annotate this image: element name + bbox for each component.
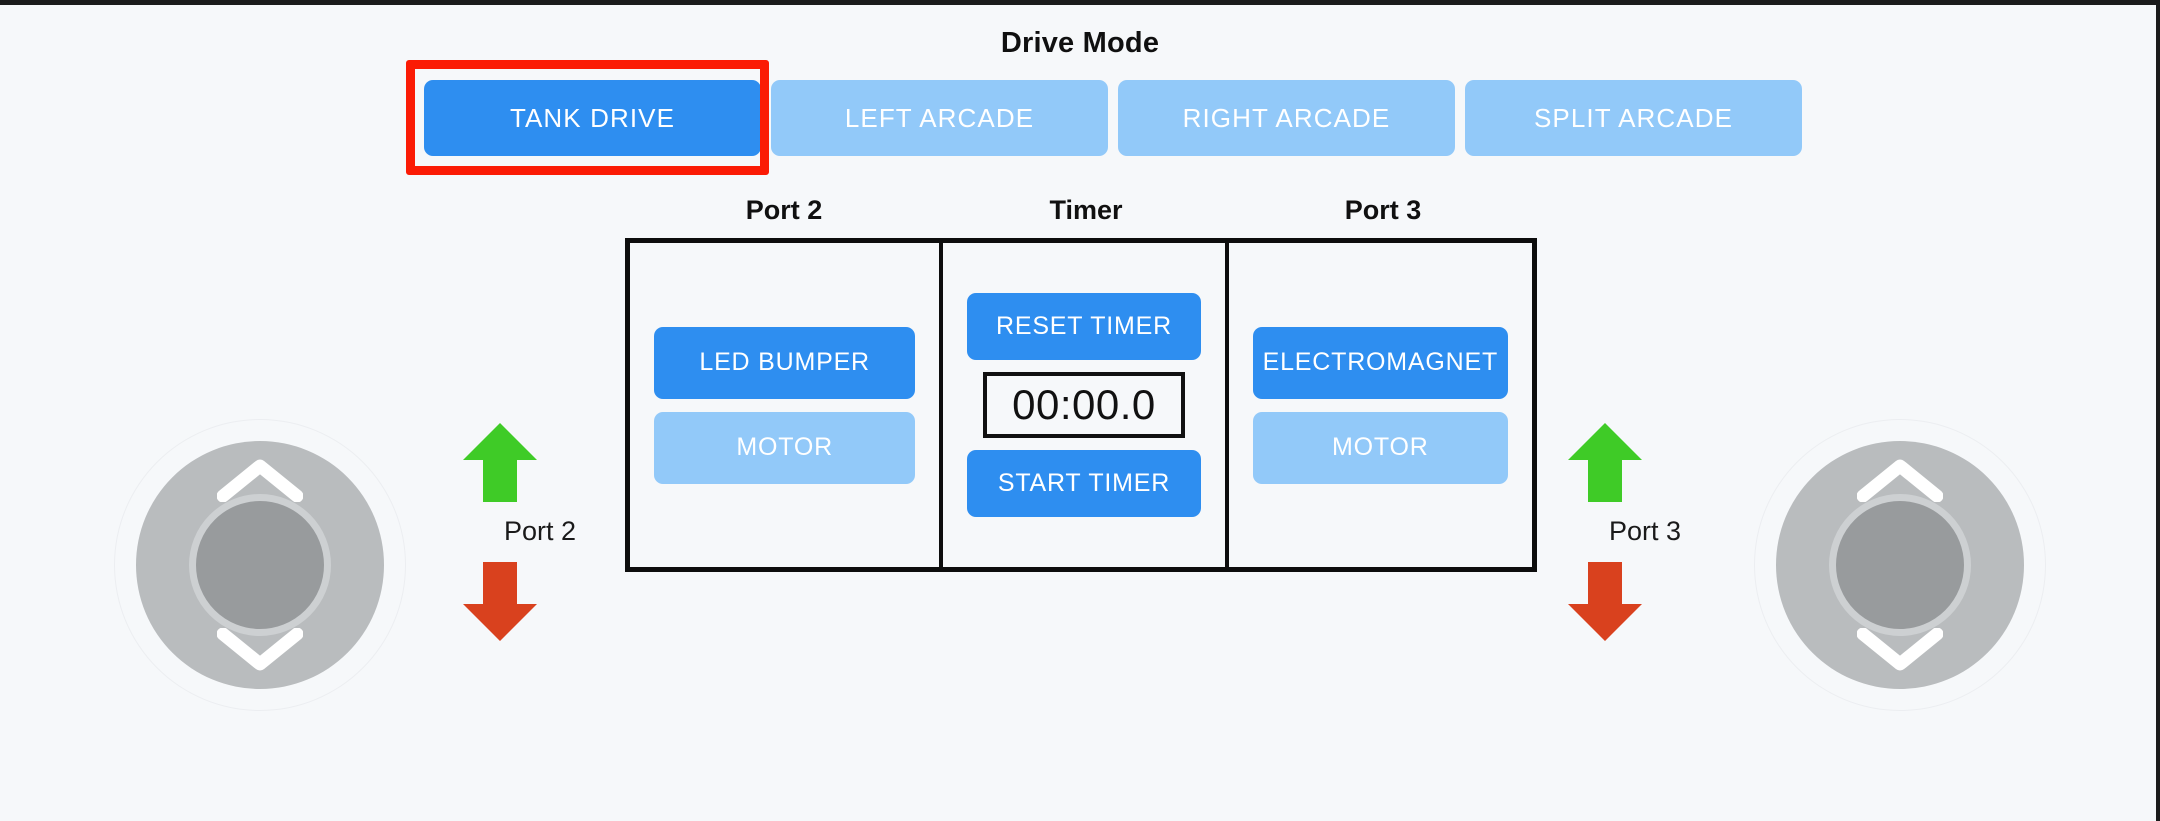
drive-mode-right-arcade[interactable]: RIGHT ARCADE [1118, 80, 1455, 156]
panel-heading-port-3: Port 3 [1344, 195, 1422, 225]
drive-mode-left-arcade[interactable]: LEFT ARCADE [771, 80, 1108, 156]
panel-heading-row: Port 2 Timer Port 3 [625, 195, 1537, 226]
electromagnet-button[interactable]: ELECTROMAGNET [1252, 326, 1508, 399]
arrow-down-icon[interactable] [460, 559, 620, 644]
start-timer-button[interactable]: START TIMER [967, 450, 1201, 517]
port-2-label: Port 2 [503, 516, 577, 546]
drive-mode-button-group: TANK DRIVE LEFT ARCADE RIGHT ARCADE SPLI… [424, 80, 1802, 156]
panel-heading-timer: Timer [1049, 195, 1123, 225]
right-joystick-knob[interactable] [1829, 494, 1971, 636]
port-3-control-cluster: Port 3 [1565, 420, 1725, 644]
right-joystick[interactable] [1755, 420, 2045, 710]
left-joystick-knob[interactable] [189, 494, 331, 636]
led-bumper-button[interactable]: LED BUMPER [654, 326, 916, 399]
control-panel: LED BUMPER MOTOR RESET TIMER 00:00.0 STA… [625, 238, 1537, 572]
panel-heading-port-2: Port 2 [745, 195, 823, 225]
arrow-up-icon[interactable] [460, 420, 620, 505]
port-2-motor-button[interactable]: MOTOR [654, 411, 916, 484]
panel-column-port-2: LED BUMPER MOTOR [630, 243, 944, 567]
arrow-up-icon[interactable] [1565, 420, 1725, 505]
page-title: Drive Mode [1000, 27, 1160, 59]
drive-mode-split-arcade[interactable]: SPLIT ARCADE [1465, 80, 1802, 156]
port-3-motor-button[interactable]: MOTOR [1252, 411, 1508, 484]
port-2-control-cluster: Port 2 [460, 420, 620, 644]
arrow-down-icon[interactable] [1565, 559, 1725, 644]
panel-column-timer: RESET TIMER 00:00.0 START TIMER [943, 243, 1229, 567]
panel-column-port-3: ELECTROMAGNET MOTOR [1229, 243, 1532, 567]
timer-display: 00:00.0 [982, 372, 1185, 438]
port-3-label: Port 3 [1608, 516, 1682, 546]
reset-timer-button[interactable]: RESET TIMER [967, 293, 1201, 360]
left-joystick[interactable] [115, 420, 405, 710]
drive-mode-tank-drive[interactable]: TANK DRIVE [424, 80, 761, 156]
